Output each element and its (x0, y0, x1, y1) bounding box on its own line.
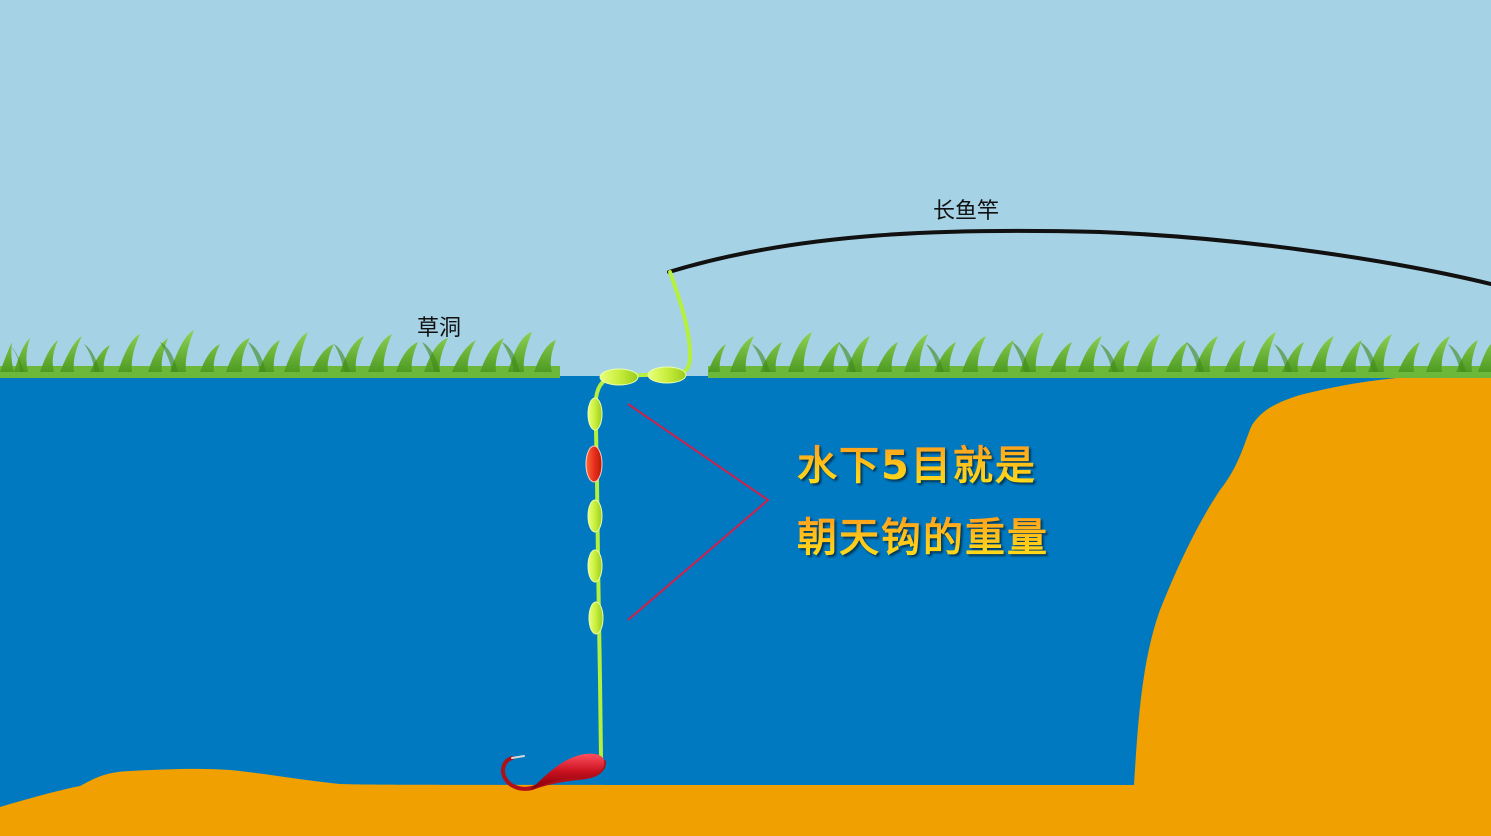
grass-left (0, 330, 560, 378)
grass-right (708, 332, 1491, 378)
float-beads-underwater (585, 397, 604, 635)
lake-bed (0, 768, 1491, 836)
bead-5 (588, 601, 604, 635)
sky (0, 0, 1491, 378)
float-beads-surface (599, 366, 687, 386)
bracket-indicator (627, 403, 770, 621)
sinker-hook (501, 753, 606, 791)
bead-red (585, 445, 603, 483)
bead-4 (587, 549, 603, 583)
right-bank (1134, 376, 1491, 836)
caption-line-2: 朝天钩的重量 (797, 505, 1049, 563)
long-rod-label: 长鱼竿 (933, 199, 1000, 224)
bead-3 (587, 499, 603, 533)
caption-line-1: 水下5目就是 (797, 433, 1037, 491)
grass-hole-label: 草洞 (417, 316, 462, 341)
bead-1 (587, 397, 603, 431)
fishing-rod (667, 228, 1491, 286)
